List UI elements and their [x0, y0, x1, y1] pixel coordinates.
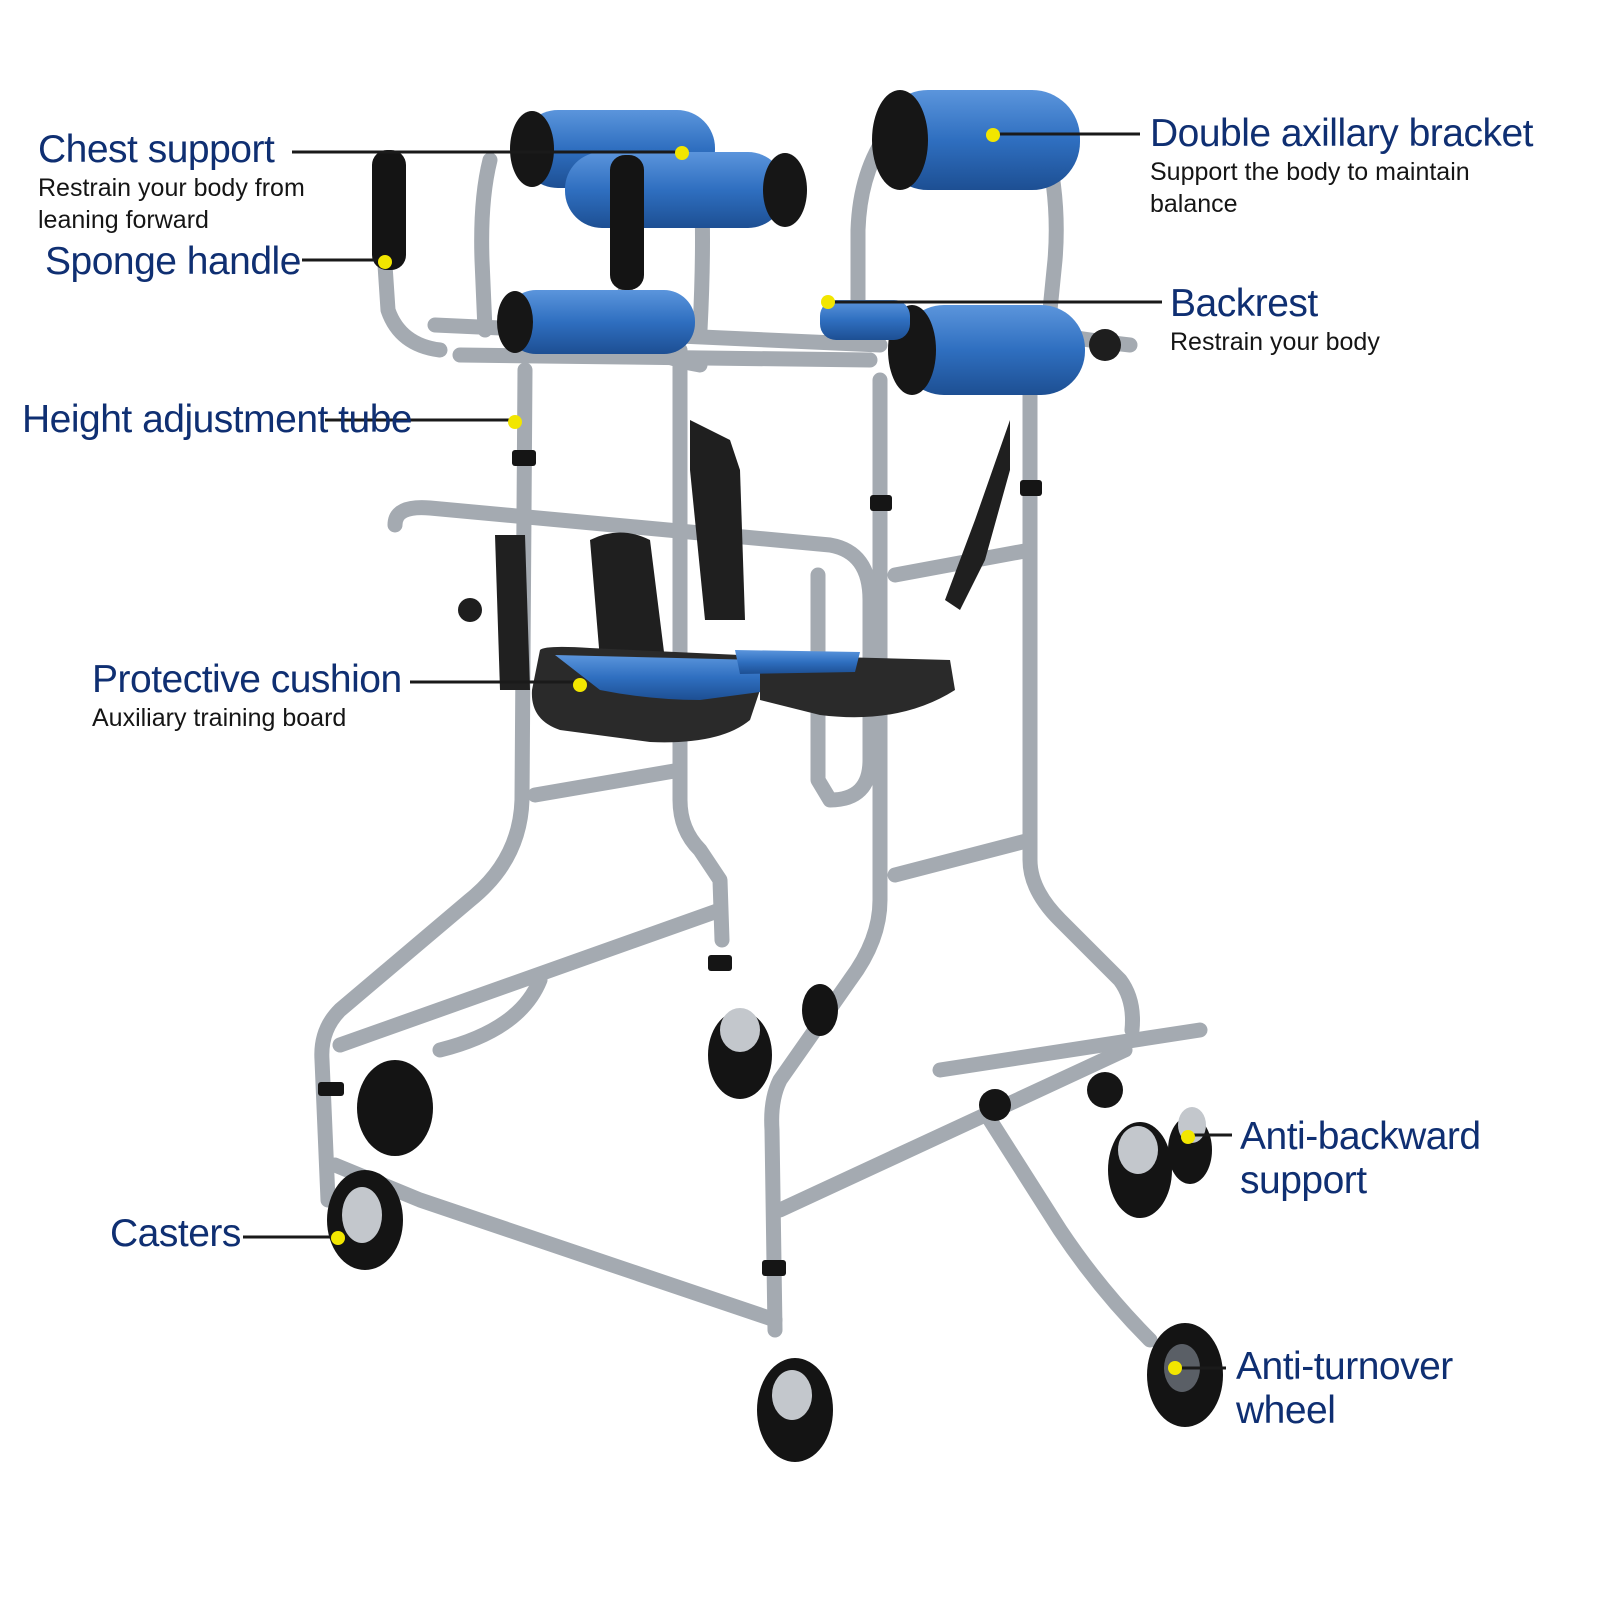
- chest-support-callout-dot-icon: [675, 146, 689, 160]
- double-axillary-bracket-callout-dot-icon: [986, 128, 1000, 142]
- sponge-handle-callout-dot-icon: [378, 255, 392, 269]
- chest-support-callout: Chest support Restrain your body from le…: [38, 128, 305, 236]
- double-axillary-bracket-title: Double axillary bracket: [1150, 112, 1534, 155]
- chest-support-description-2: leaning forward: [38, 206, 209, 234]
- anti-backward-support-callout-dot-icon: [1181, 1130, 1195, 1144]
- casters-title: Casters: [110, 1212, 241, 1255]
- height-adjustment-tube-callout-dot-icon: [508, 415, 522, 429]
- double-axillary-bracket-description-1: Support the body to maintain: [1150, 158, 1470, 186]
- tube-clamps: [318, 450, 1123, 1276]
- protective-cushion-callout-dot-icon: [573, 678, 587, 692]
- double-axillary-bracket-callout: Double axillary bracket Support the body…: [1150, 112, 1534, 220]
- protective-cushion-callout: Protective cushion Auxiliary training bo…: [92, 658, 402, 734]
- axillary-pads: [820, 90, 1121, 395]
- anti-backward-support-callout: Anti-backward support: [1240, 1115, 1481, 1203]
- sponge-handle-callout: Sponge handle: [45, 240, 301, 284]
- casters-callout: Casters: [110, 1212, 241, 1256]
- chest-support-title: Chest support: [38, 128, 275, 171]
- sponge-handles: [372, 150, 644, 290]
- double-axillary-bracket-description-2: balance: [1150, 190, 1238, 218]
- casters-callout-dot-icon: [331, 1231, 345, 1245]
- leader-lines: [243, 132, 1232, 1370]
- protective-cushion-title: Protective cushion: [92, 658, 402, 701]
- backrest-description: Restrain your body: [1170, 328, 1380, 356]
- seat-cushion: [531, 646, 955, 743]
- anti-turnover-wheel-title-2: wheel: [1236, 1389, 1336, 1432]
- chest-support-description-1: Restrain your body from: [38, 174, 305, 202]
- backrest-callout-dot-icon: [821, 295, 835, 309]
- backrest-title: Backrest: [1170, 282, 1318, 325]
- protective-cushion-description: Auxiliary training board: [92, 704, 347, 732]
- anti-backward-support-title-2: support: [1240, 1159, 1367, 1202]
- harness-straps: [458, 420, 1010, 690]
- anti-turnover-wheel-callout: Anti-turnover wheel: [1236, 1345, 1453, 1433]
- anti-turnover-wheel-title-1: Anti-turnover: [1236, 1345, 1453, 1388]
- sponge-handle-title: Sponge handle: [45, 240, 301, 283]
- height-adjustment-tube-callout: Height adjustment tube: [22, 398, 413, 442]
- callout-dots: [331, 128, 1195, 1375]
- anti-backward-support-title-1: Anti-backward: [1240, 1115, 1481, 1158]
- height-adjustment-tube-title: Height adjustment tube: [22, 398, 413, 441]
- anti-turnover-wheel-callout-dot-icon: [1168, 1361, 1182, 1375]
- caster-wheels: [327, 984, 1223, 1462]
- frame-tubes: [314, 122, 1208, 1348]
- chest-pads: [497, 110, 807, 354]
- backrest-callout: Backrest Restrain your body: [1170, 282, 1380, 358]
